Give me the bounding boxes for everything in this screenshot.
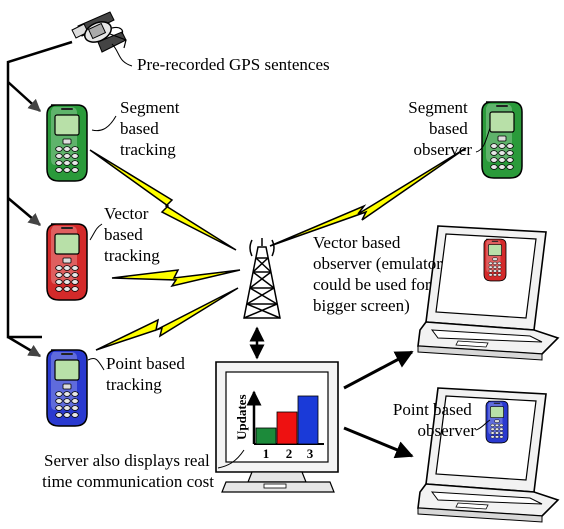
satellite-icon bbox=[71, 11, 127, 53]
chart-x-tick-label: 1 bbox=[263, 446, 270, 461]
chart-ylabel: Updates bbox=[234, 394, 249, 440]
vector-observer-label: Vector based observer (emulator could be… bbox=[313, 233, 446, 315]
segment-observer-label: Segment based observer bbox=[408, 98, 472, 159]
server-to-vector-observer-arrow bbox=[343, 350, 414, 390]
point-tracking-phone-icon bbox=[46, 349, 88, 427]
segment-observer-phone-icon bbox=[481, 101, 523, 179]
gps-feed-lines bbox=[6, 40, 73, 358]
antenna-tower-icon bbox=[243, 238, 281, 319]
vector-tracking-phone-icon bbox=[46, 223, 88, 301]
server-label: Server also displays real time communica… bbox=[42, 451, 214, 491]
lightning-bolt-icon bbox=[89, 149, 237, 251]
lightning-bolt-icon bbox=[269, 147, 467, 247]
lightning-bolt-icon bbox=[95, 287, 239, 351]
vector-tracking-label: Vector based tracking bbox=[104, 204, 160, 265]
chart-x-tick-label: 3 bbox=[307, 446, 314, 461]
segment-tracking-label: Segment based tracking bbox=[120, 98, 184, 159]
lightning-bolt-icon bbox=[111, 269, 241, 288]
chart-x-tick-label: 2 bbox=[286, 446, 293, 461]
point-observer-label: Point based observer bbox=[393, 400, 476, 440]
chart-bar bbox=[297, 395, 319, 445]
chart-bar bbox=[255, 427, 277, 445]
chart-bar bbox=[276, 411, 298, 445]
gps-callout-line bbox=[111, 43, 133, 67]
point-tracking-label: Point based tracking bbox=[106, 354, 189, 394]
vector-observer-phone-icon bbox=[483, 238, 507, 282]
point-observer-phone-icon bbox=[485, 400, 509, 444]
segment-tracking-phone-icon bbox=[46, 104, 88, 182]
gps-label: Pre-recorded GPS sentences bbox=[137, 55, 330, 74]
server-to-point-observer-arrow bbox=[343, 426, 414, 459]
